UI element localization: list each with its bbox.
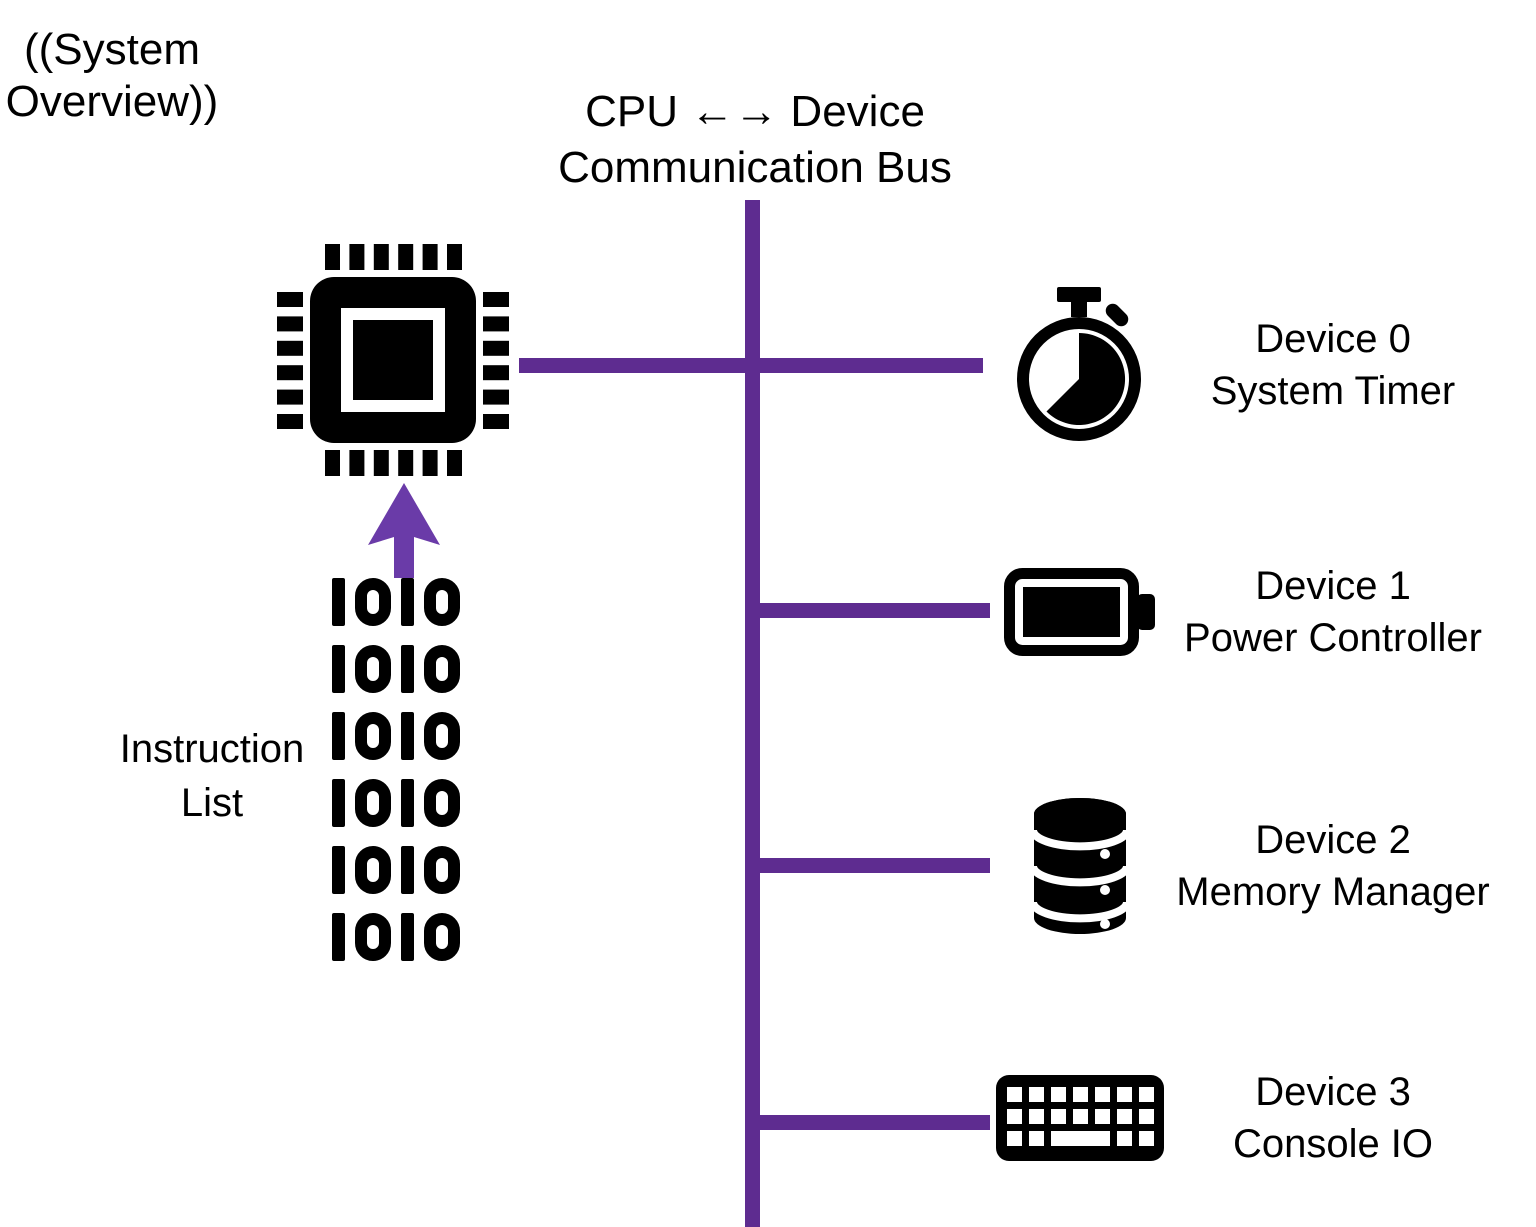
- instruction-binary-stack: [332, 578, 460, 961]
- page-title-line1: ((System: [24, 25, 200, 74]
- instruction-list-label: Instruction List: [92, 722, 332, 830]
- device-row-0: Device 0 System Timer: [985, 285, 1536, 445]
- binary-row-icon: [332, 578, 460, 626]
- binary-row-icon: [332, 913, 460, 961]
- page-title: ((System Overview)): [0, 24, 224, 128]
- page-title-line2: Overview)): [5, 77, 219, 126]
- stopwatch-icon: [1017, 287, 1141, 441]
- device-2-role: Memory Manager: [1176, 870, 1490, 914]
- device-0-label: Device 0 System Timer: [1175, 313, 1536, 417]
- keyboard-icon: [996, 1075, 1164, 1161]
- communication-bus-line: [745, 200, 760, 1227]
- bus-label-line2: Communication Bus: [558, 143, 952, 192]
- device-2-name: Device 2: [1255, 818, 1411, 862]
- bus-to-device3-connector: [750, 1115, 990, 1130]
- battery-icon: [1004, 568, 1155, 656]
- instruction-list-label-line2: List: [180, 781, 244, 825]
- device-0-name: Device 0: [1255, 317, 1411, 361]
- bus-label: CPU ←→ Device Communication Bus: [505, 84, 1005, 196]
- bus-to-device2-connector: [750, 858, 990, 873]
- binary-row-icon: [332, 645, 460, 693]
- device-row-1: Device 1 Power Controller: [985, 532, 1536, 692]
- up-arrow-icon: [368, 483, 440, 578]
- device-3-label: Device 3 Console IO: [1175, 1066, 1536, 1170]
- device-1-icon-wrap: [985, 568, 1175, 656]
- device-2-label: Device 2 Memory Manager: [1175, 814, 1536, 918]
- cpu-to-device0-connector: [519, 358, 983, 373]
- device-row-3: Device 3 Console IO: [985, 1038, 1536, 1198]
- device-3-name: Device 3: [1255, 1070, 1411, 1114]
- device-3-icon-wrap: [985, 1075, 1175, 1161]
- device-1-role: Power Controller: [1184, 616, 1482, 660]
- device-row-2: Device 2 Memory Manager: [985, 786, 1536, 946]
- device-3-role: Console IO: [1232, 1122, 1434, 1166]
- database-icon: [1030, 798, 1130, 934]
- device-0-icon-wrap: [985, 287, 1175, 443]
- device-1-name: Device 1: [1255, 564, 1411, 608]
- device-1-label: Device 1 Power Controller: [1175, 560, 1536, 664]
- instruction-list-label-line1: Instruction: [119, 727, 305, 771]
- device-0-role: System Timer: [1210, 369, 1456, 413]
- binary-row-icon: [332, 712, 460, 760]
- binary-row-icon: [332, 779, 460, 827]
- bus-label-line1: CPU ←→ Device: [585, 87, 925, 136]
- binary-row-icon: [332, 846, 460, 894]
- device-2-icon-wrap: [985, 796, 1175, 936]
- cpu-chip-icon: [277, 244, 509, 476]
- bus-to-device1-connector: [750, 603, 990, 618]
